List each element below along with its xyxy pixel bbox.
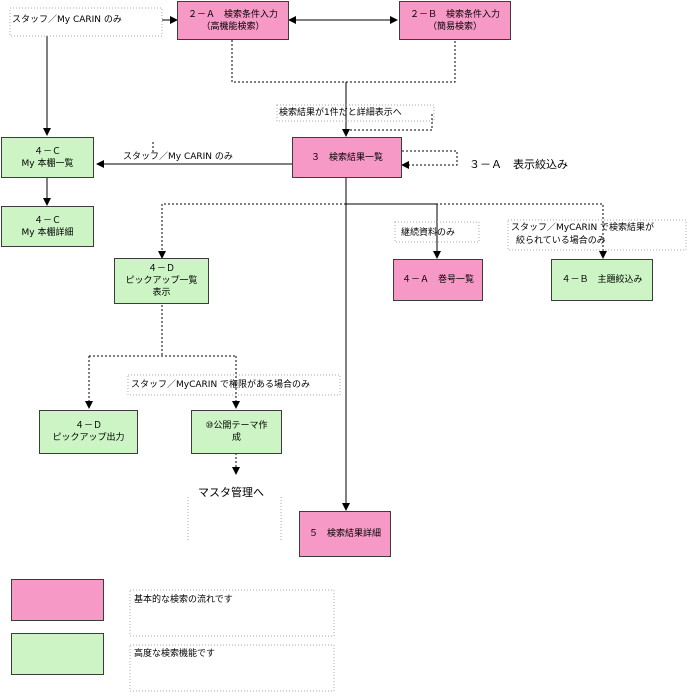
node-label: ⑩公開テーマ作: [205, 421, 268, 431]
label-narrow-display: ３－Ａ 表示絞込み: [469, 158, 568, 171]
node-subject-filter: ４－Ｂ 主題絞込み: [551, 259, 653, 301]
node-label: ４－Ａ 巻号一覧: [401, 275, 474, 285]
node-label: ピックアップ一覧: [125, 276, 198, 286]
node-search-simple: ２－Ｂ 検索条件入力 （簡易検索）: [399, 1, 511, 40]
legend-label-advanced: 高度な検索機能です: [134, 649, 216, 659]
legend-swatch-basic: [11, 579, 104, 621]
label-staff-mycarin-only-2: スタッフ／My CARIN のみ: [123, 152, 233, 162]
node-label: 表示: [152, 288, 171, 298]
node-label: 成: [231, 433, 241, 443]
node-label: ５ 検索結果詳細: [308, 529, 381, 539]
node-label: ２－Ｂ 検索条件入力: [409, 9, 500, 20]
legend-swatch-advanced: [11, 633, 104, 675]
node-search-advanced: ２－Ａ 検索条件入力 （高機能検索）: [177, 1, 289, 40]
edge-branch-dotted: [161, 203, 607, 259]
label-staff-narrowed-1: スタッフ／MyCARIN で検索結果が: [511, 223, 655, 233]
node-my-shelf-list: ４－Ｃ My 本棚一覧: [1, 137, 94, 178]
node-public-theme: ⑩公開テーマ作 成: [191, 410, 282, 454]
node-label: ４－Ｄ: [147, 264, 175, 274]
node-label: （高機能検索）: [201, 21, 265, 32]
node-label: ４－Ｄ: [74, 421, 102, 431]
edge-single-result-loop: [345, 114, 433, 131]
node-pickup-list: ４－Ｄ ピックアップ一覧 表示: [114, 258, 209, 304]
node-label: ４－Ｂ 主題絞込み: [561, 275, 643, 285]
edge-narrow-loop: [401, 150, 458, 169]
node-label: ３ 検索結果一覧: [310, 152, 383, 163]
label-staff-privilege: スタッフ／MyCARIN で権限がある場合のみ: [131, 380, 311, 390]
node-label: （簡易検索）: [427, 21, 482, 32]
node-pickup-output: ４－Ｄ ピックアップ出力: [39, 410, 138, 454]
label-staff-mycarin-only: スタッフ／My CARIN のみ: [12, 15, 122, 25]
node-label: ４－Ｃ: [33, 215, 61, 226]
node-result-detail: ５ 検索結果詳細: [299, 511, 391, 557]
node-label: ２－Ａ 検索条件入力: [187, 9, 278, 20]
node-label: ピックアップ出力: [52, 433, 125, 443]
node-label: My 本棚詳細: [21, 227, 74, 238]
node-my-shelf-detail: ４－Ｃ My 本棚詳細: [1, 206, 94, 247]
label-to-master: マスタ管理へ: [198, 486, 264, 499]
node-label: ４－Ｃ: [33, 146, 61, 157]
node-search-results: ３ 検索結果一覧: [292, 137, 402, 178]
label-single-result-detail: 検索結果が1件だと詳細表示へ: [279, 108, 402, 118]
edge-search-merge: [231, 40, 456, 83]
label-serials-only: 継続資料のみ: [401, 228, 456, 238]
label-staff-narrowed-2: 絞られている場合のみ: [516, 236, 606, 246]
legend-label-basic: 基本的な検索の流れです: [134, 595, 233, 605]
node-label: My 本棚一覧: [21, 158, 74, 169]
node-volume-list: ４－Ａ 巻号一覧: [393, 259, 483, 301]
